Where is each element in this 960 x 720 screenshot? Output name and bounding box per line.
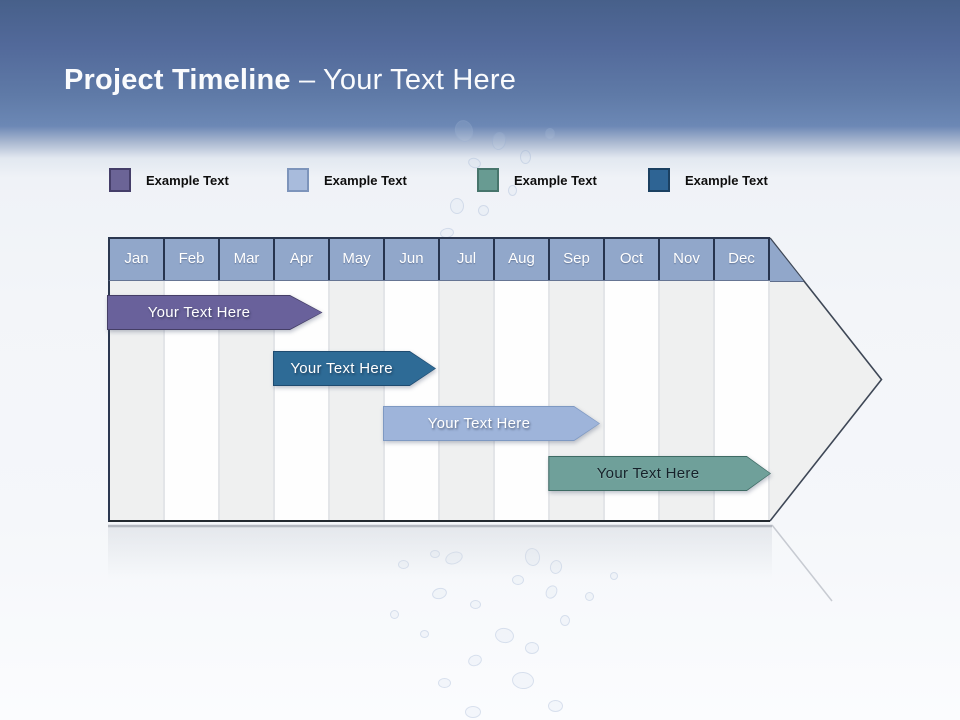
legend-swatch — [109, 168, 131, 192]
legend-item-1[interactable]: Example Text — [109, 167, 229, 193]
title-secondary: – Your Text Here — [298, 64, 517, 96]
month-header-apr: Apr — [275, 239, 330, 280]
bubble-decoration — [508, 185, 517, 196]
bubble-decoration — [390, 610, 399, 619]
bubble-decoration — [465, 706, 481, 718]
month-header-jan: Jan — [110, 239, 165, 280]
month-column-jun — [385, 281, 440, 520]
legend-item-3[interactable]: Example Text — [477, 167, 597, 193]
bubble-decoration — [520, 150, 531, 164]
bar-fill — [273, 352, 436, 385]
slide-title[interactable]: Project Timeline – Your Text Here — [64, 60, 516, 100]
timeline-bar-label: Your Text Here — [596, 465, 700, 482]
bubble-decoration — [490, 130, 508, 152]
month-header-oct: Oct — [605, 239, 660, 280]
legend-label: Example Text — [514, 172, 597, 188]
timeline-bar-4[interactable]: Your Text Here — [548, 456, 771, 491]
title-primary: Project Timeline — [64, 64, 291, 96]
month-header-jul: Jul — [440, 239, 495, 280]
bubble-decoration — [478, 205, 489, 216]
month-header-aug: Aug — [495, 239, 550, 280]
month-column-may — [330, 281, 385, 520]
bubble-decoration — [420, 630, 429, 638]
timeline-bar-2[interactable]: Your Text Here — [272, 351, 437, 386]
legend-swatch — [287, 168, 309, 192]
bubble-decoration — [493, 626, 516, 645]
bar-fill — [549, 457, 770, 490]
month-header-feb: Feb — [165, 239, 220, 280]
timeline-reflection — [108, 524, 833, 602]
month-column-jul — [440, 281, 495, 520]
bubble-decoration — [438, 678, 451, 688]
month-header-nov: Nov — [660, 239, 715, 280]
month-header-jun: Jun — [385, 239, 440, 280]
bubble-decoration — [548, 700, 563, 712]
month-header-mar: Mar — [220, 239, 275, 280]
bubble-decoration — [466, 652, 484, 669]
month-column-aug — [495, 281, 550, 520]
legend-label: Example Text — [146, 172, 229, 188]
month-header-sep: Sep — [550, 239, 605, 280]
timeline-bar-3[interactable]: Your Text Here — [382, 406, 600, 441]
bubble-decoration — [452, 118, 476, 144]
bubble-decoration — [560, 615, 570, 626]
bar-fill — [383, 407, 599, 440]
bubble-decoration — [450, 198, 464, 214]
legend-label: Example Text — [324, 172, 407, 188]
bubble-decoration — [585, 592, 594, 601]
legend-label: Example Text — [685, 172, 768, 188]
timeline-bar-label: Your Text Here — [290, 360, 393, 377]
legend-swatch — [648, 168, 670, 192]
timeline-bar-1[interactable]: Your Text Here — [107, 295, 323, 330]
timeline-bar-label: Your Text Here — [147, 304, 251, 321]
legend-item-2[interactable]: Example Text — [287, 167, 407, 193]
bubble-decoration — [525, 642, 539, 654]
bubble-decoration — [511, 671, 535, 690]
bar-fill — [108, 296, 322, 329]
month-header-may: May — [330, 239, 385, 280]
timeline-arrow-head — [770, 237, 883, 522]
month-header-dec: Dec — [715, 239, 770, 280]
legend-item-4[interactable]: Example Text — [648, 167, 768, 193]
timeline-bar-label: Your Text Here — [427, 415, 531, 432]
bubble-decoration — [470, 600, 481, 609]
bubble-decoration — [545, 128, 555, 140]
legend-swatch — [477, 168, 499, 192]
